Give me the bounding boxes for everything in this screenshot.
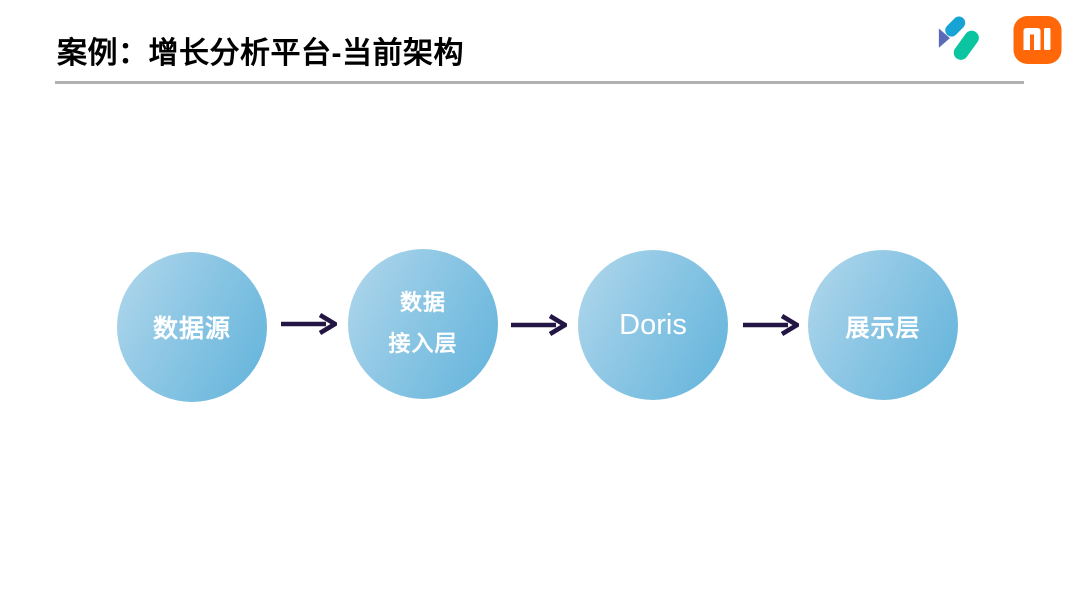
node-data-source: 数据源 (117, 252, 267, 402)
header-logos (936, 14, 1062, 66)
title-divider (55, 81, 1024, 84)
node-label: Doris (619, 308, 687, 341)
doris-logo-icon (938, 16, 979, 60)
node-label: 展示层 (845, 314, 921, 342)
node-label: 数据 (399, 290, 446, 316)
flow-arrow-3 (743, 314, 799, 336)
node-label: 数据源 (152, 315, 231, 343)
page-title: 案例：增长分析平台-当前架构 (57, 37, 464, 70)
node-doris: Doris (578, 250, 728, 400)
flow-arrow-2 (511, 314, 567, 336)
node-data-access-layer: 数据 接入层 (348, 249, 498, 399)
xiaomi-logo-icon (1013, 16, 1062, 64)
node-label: 接入层 (388, 331, 458, 356)
node-presentation-layer: 展示层 (808, 250, 958, 400)
flow-arrow-1 (281, 313, 337, 335)
